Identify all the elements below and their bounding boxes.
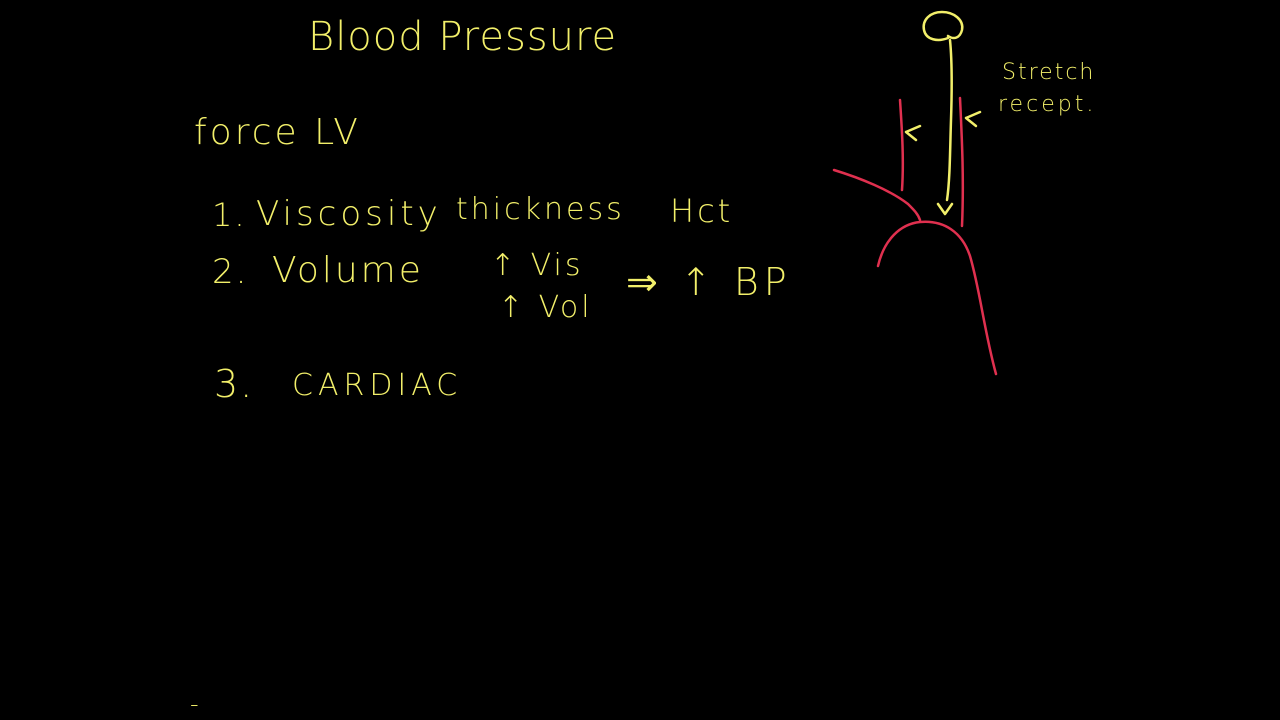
- right-receptor-arrow: [964, 110, 982, 128]
- item-1-label: Viscosity: [256, 194, 442, 234]
- item-1-number: 1.: [212, 196, 247, 234]
- nerve-arrow-head: [936, 202, 954, 216]
- aortic-arch-outer: [876, 220, 998, 376]
- receptor-label-line-1: Stretch: [1002, 60, 1096, 85]
- increase-volume-note: ↑ Vol: [498, 290, 593, 325]
- item-1-note-hct: Hct: [670, 192, 734, 230]
- force-lv-text: force LV: [194, 112, 361, 153]
- nerve-line: [945, 38, 953, 202]
- brain-head-outline: [922, 10, 964, 42]
- item-1-note-thickness: thickness: [456, 192, 625, 227]
- increase-bp-result: ⇒ ↑ BP: [626, 260, 792, 304]
- left-receptor-arrow: [904, 124, 922, 142]
- item-2-number: 2.: [212, 252, 249, 292]
- title: Blood Pressure: [308, 14, 618, 60]
- stray-dash: -: [190, 690, 201, 718]
- receptor-label-line-2: recept.: [998, 92, 1097, 117]
- subclavian-upper-wall: [832, 168, 922, 222]
- item-2-label: Volume: [272, 250, 424, 291]
- carotid-left-wall: [898, 98, 905, 192]
- item-3-number: 3.: [214, 362, 255, 406]
- item-3-label: CARDIAC: [292, 368, 463, 403]
- carotid-right-wall: [958, 96, 965, 228]
- increase-viscosity-note: ↑ Vis: [490, 248, 584, 283]
